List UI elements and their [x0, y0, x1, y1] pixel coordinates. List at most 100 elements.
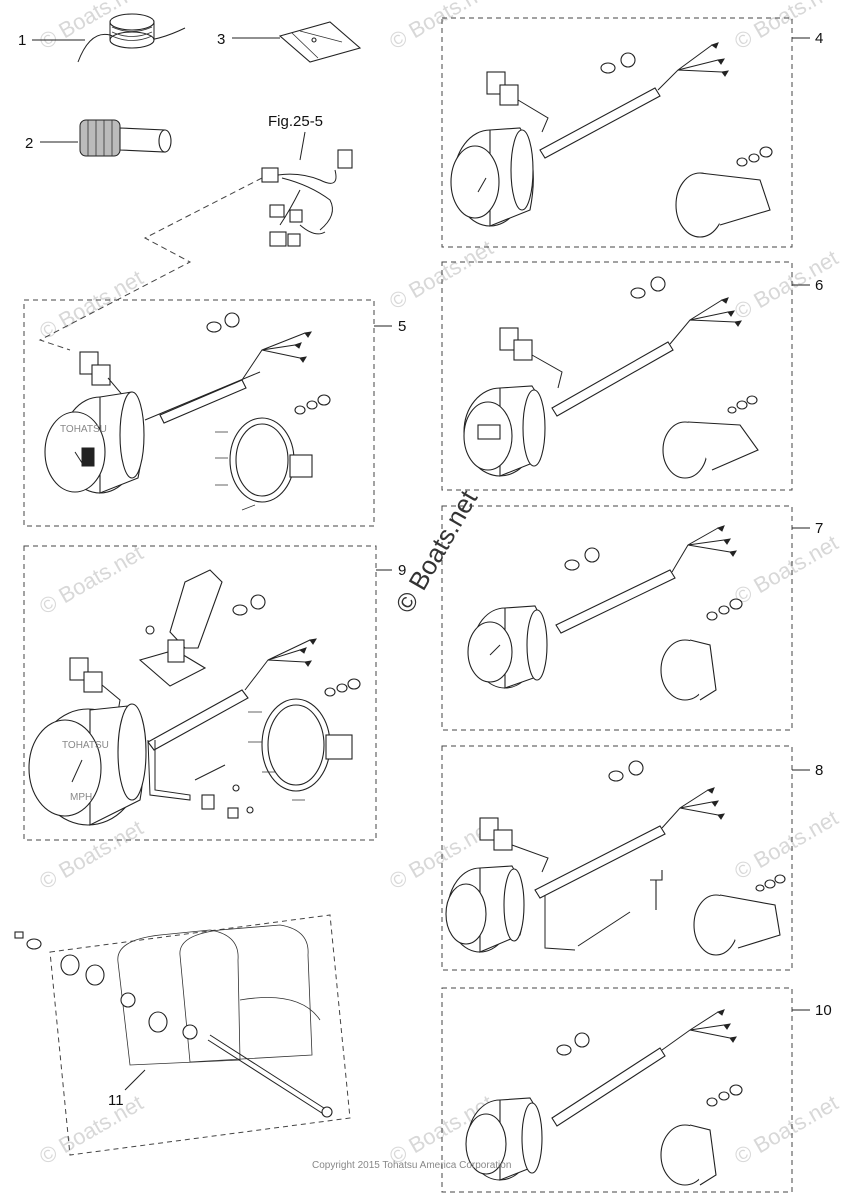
clip [227, 807, 239, 819]
plug-connector [513, 339, 533, 361]
bulb [232, 604, 248, 616]
mount-curve [239, 997, 321, 1021]
gauge-face [450, 145, 500, 219]
watermark-text: © Boats.net [730, 1090, 842, 1169]
cable-sleeve [555, 569, 676, 634]
washer [748, 153, 760, 163]
bulb [600, 62, 616, 74]
callout-10: 10 [815, 1002, 832, 1019]
screw [246, 806, 254, 814]
pouch-snap [311, 37, 317, 43]
connector [337, 149, 353, 169]
kit-box [441, 505, 793, 731]
connector [261, 167, 279, 183]
kit-box [441, 261, 793, 491]
coil-top [109, 13, 155, 31]
gauge-face [467, 621, 513, 683]
watermark-text: © Boats.net [35, 540, 147, 619]
washer [718, 1091, 730, 1101]
callout-3: 3 [217, 31, 225, 48]
coil-sides [109, 22, 155, 40]
pitot-blade [169, 569, 223, 649]
screw [232, 784, 240, 792]
bracket-arm [699, 172, 771, 226]
bulb [630, 287, 646, 299]
fitting-ribs [87, 120, 113, 156]
lead-terminals [720, 297, 742, 327]
grommet [60, 954, 80, 976]
mounting-bracket-inner [235, 423, 289, 497]
connector [269, 231, 287, 247]
wire-leads [669, 299, 736, 345]
bulb-socket [628, 760, 644, 776]
washer [706, 611, 718, 621]
gauge-face [28, 719, 102, 817]
wire-leads [661, 1011, 731, 1051]
gauge-back [503, 868, 525, 942]
coil-bottom [109, 31, 155, 49]
harness-wire [277, 169, 337, 184]
pitot-tube [147, 739, 191, 801]
lead-terminals [716, 1009, 737, 1043]
wire [517, 99, 549, 133]
wire-leads [241, 332, 306, 381]
bracket-studs [215, 431, 256, 511]
wire-leads [657, 44, 723, 91]
box-5-tachometer-kit: 5 TOHATSU [23, 299, 406, 527]
bolt-head [321, 1106, 333, 1118]
callout-5: 5 [398, 318, 406, 335]
box-7-gauge-kit: 7 [441, 505, 823, 731]
kit-box [441, 17, 793, 248]
nut [729, 598, 743, 610]
pouch-flap [291, 30, 343, 59]
watermark-text: © Boats.net [730, 0, 842, 54]
part-11-mount-assembly: 11 [14, 914, 351, 1156]
fitting-end [158, 129, 172, 153]
part-2-hose-fitting: 2 [25, 119, 172, 157]
box-4-gauge-kit: 4 [441, 17, 823, 248]
leader-line [299, 131, 306, 161]
gauge-dial-mark [81, 447, 95, 467]
plug-connector [493, 829, 513, 851]
nut [746, 395, 758, 405]
pitot-base [138, 649, 207, 687]
bulb-socket [650, 276, 666, 292]
bulb [206, 321, 222, 333]
gauge-needle [489, 644, 501, 656]
washer [706, 1097, 718, 1107]
callout-7: 7 [815, 520, 823, 537]
cable-sleeve [539, 87, 661, 159]
callout-6: 6 [815, 277, 823, 294]
kit-box [23, 545, 377, 841]
cable-sleeve [534, 825, 666, 899]
bulb-socket [620, 52, 636, 68]
gauge-back [117, 703, 147, 801]
leader-line [124, 1069, 146, 1091]
part-1-wire-coil: 1 [18, 13, 186, 63]
washer [336, 683, 348, 693]
washer [294, 405, 306, 415]
nut [729, 1084, 743, 1096]
pitot-tube [194, 764, 226, 781]
bracket-tab [289, 454, 313, 478]
bracket-tab [325, 734, 353, 760]
nut [759, 146, 773, 158]
bracket-arm [719, 894, 781, 949]
gauge-display [477, 424, 501, 440]
box-8-gauge-kit: 8 [441, 745, 823, 971]
box-9-speedometer-kit: 9 TOHATSU MPH [23, 545, 406, 841]
wire [531, 354, 563, 389]
bulb [564, 559, 580, 571]
gauge-back [510, 129, 534, 211]
mount-housing [117, 929, 241, 1066]
screw-head [14, 931, 24, 939]
watermark-text: © Boats.net [35, 1090, 147, 1169]
long-bolt [209, 1034, 328, 1111]
coil-turns [111, 26, 153, 41]
washer [718, 605, 730, 615]
cable-sleeve [551, 341, 674, 417]
callout-11: 11 [108, 1092, 124, 1109]
plug-connector [499, 84, 519, 106]
